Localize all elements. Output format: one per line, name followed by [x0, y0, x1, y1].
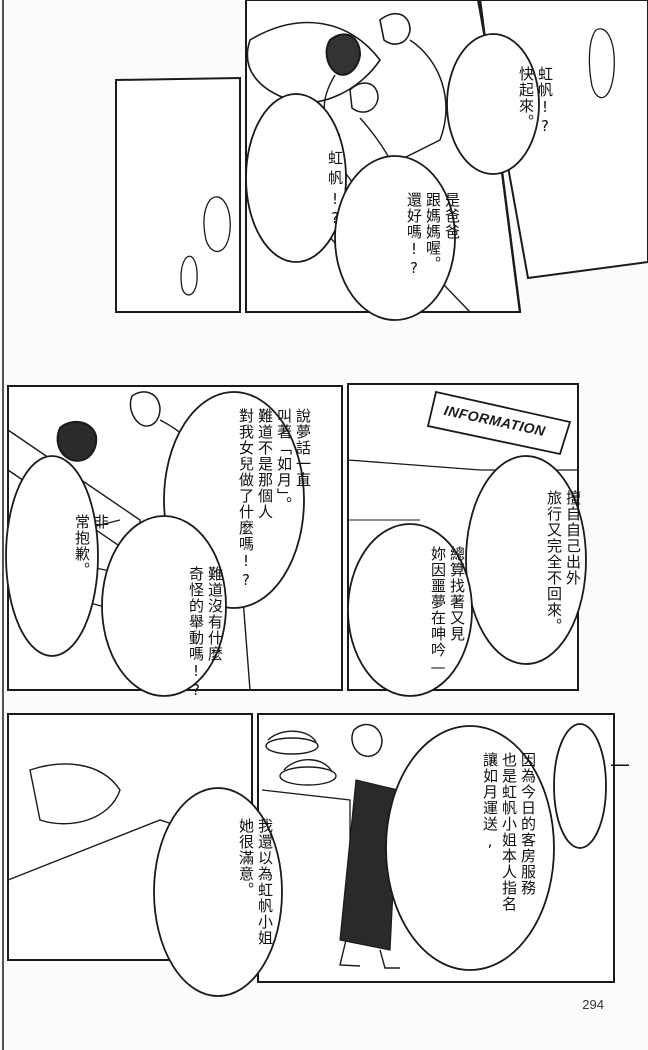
bubble-traveled-shape — [465, 455, 587, 665]
bubble-talking-in-sleep: 說夢話一直叫著「如月」。難道不是那個人對我女兒做了什麼嗎!? — [237, 408, 312, 590]
waiter-head — [351, 723, 383, 758]
bubble-found-shape — [347, 523, 473, 697]
bubble-sorry: 非常抱歉。 — [73, 514, 110, 578]
bubble-dash: — — [608, 752, 632, 777]
waiter-apron — [339, 779, 399, 951]
bubble-koho-2: 帆 — [326, 170, 344, 186]
bubble-koho: 虹 — [326, 150, 344, 166]
bubble-parents-shape — [334, 155, 456, 321]
information-sign-board — [426, 390, 572, 456]
girl-hair — [325, 33, 362, 76]
bubble-room-service: 因為今日的客房服務也是虹帆小姐本人指名讓如月運送, — [481, 752, 537, 912]
hand-on-counter — [29, 763, 121, 825]
bubble-strange-behavior: 難道沒有什麼奇怪的舉動嗎!? — [187, 566, 224, 700]
bubble-wake-up-shape — [446, 33, 540, 175]
page-number: 294 — [582, 997, 604, 1012]
bubble-strange-shape — [101, 515, 227, 697]
bubble-koho-shape — [245, 93, 347, 263]
bubble-satisfied: 我還以為虹帆小姐她很滿意。 — [237, 818, 274, 946]
receptionist-hair — [56, 420, 98, 462]
panel-top-left — [115, 76, 241, 313]
bubble-room-service-shape — [385, 725, 555, 971]
mother-head — [349, 82, 379, 113]
drop-bubble-3 — [588, 28, 615, 99]
bubble-parents-here: 是爸爸跟媽媽喔。還好嗎!? — [405, 192, 461, 278]
bubble-wake-up: 虹帆!?快起來。 — [517, 66, 554, 136]
father-side-head — [129, 391, 161, 427]
bubble-traveled-alone: 擅自自己出外旅行又完全不回來。 — [545, 490, 582, 634]
bubble-found-you: 總算找著又見妳因噩夢在呻吟— — [429, 546, 466, 677]
bubble-sorry-shape — [5, 455, 99, 657]
father-head — [379, 12, 411, 45]
bubble-koho-3: !? — [326, 190, 344, 228]
drop-bubble-2 — [180, 255, 198, 296]
cloche-2 — [283, 759, 333, 773]
bubble-dash-shape — [553, 723, 607, 849]
drop-bubble-1 — [203, 196, 231, 252]
bubble-satisfied-shape — [153, 787, 283, 997]
cloche-1 — [267, 730, 317, 743]
